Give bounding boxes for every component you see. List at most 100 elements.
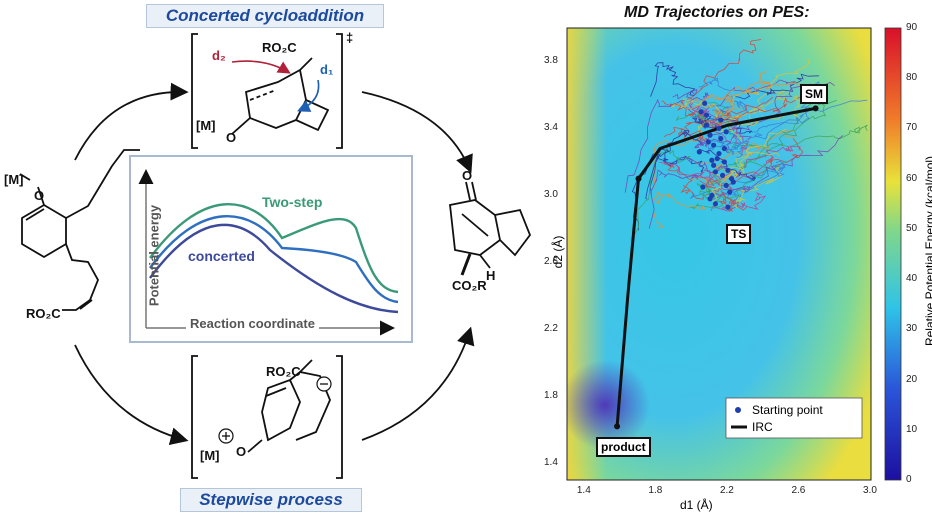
- y-tick-label: 2.6: [544, 256, 558, 268]
- trajectory-line: [713, 135, 844, 200]
- starting-point: [698, 109, 704, 115]
- trajectory-line: [699, 148, 757, 181]
- starting-point: [727, 189, 733, 195]
- product-hydrogen-label: H: [486, 268, 496, 283]
- starting-point: [725, 167, 731, 173]
- irc-point: [614, 423, 621, 430]
- ylabel: d2 (Å): [551, 235, 565, 269]
- trajectory-line: [661, 100, 732, 125]
- ts-d1-label: d₁: [320, 62, 334, 77]
- colorbar-tick-label: 30: [906, 323, 918, 335]
- y-tick-label: 1.4: [544, 457, 558, 469]
- starting-point: [702, 100, 708, 106]
- starting-point: [707, 196, 713, 202]
- starting-points: [696, 100, 736, 210]
- starting-point: [705, 139, 711, 145]
- stepwise-title: Stepwise process: [180, 488, 362, 512]
- int-ester-label: RO₂C: [266, 364, 301, 379]
- x-tick-label: 2.6: [791, 485, 806, 496]
- ts-oxygen-label: O: [226, 130, 237, 145]
- trajectory-line: [624, 99, 704, 193]
- product-oxygen-label: O: [462, 168, 473, 183]
- colorbar-tick-label: 70: [906, 122, 918, 134]
- concerted-curve: [149, 223, 399, 314]
- starting-point: [700, 184, 706, 190]
- trajectory-line: [676, 103, 743, 121]
- y-tick-label: 1.8: [544, 390, 558, 402]
- trajectory-line: [706, 143, 741, 156]
- y-tick-label: 3.8: [544, 55, 558, 67]
- trajectory-line: [694, 79, 796, 123]
- colorbar-label: Relative Potential Energy (kcal/mol): [923, 155, 932, 347]
- trajectory-line: [648, 169, 705, 229]
- trajectory-line: [659, 161, 712, 188]
- trajectory-line: [753, 124, 868, 162]
- starting-point: [711, 162, 717, 168]
- d2-arrow: [231, 60, 291, 74]
- trajectory-line: [699, 161, 769, 193]
- ts-metal-label: [M]: [196, 118, 216, 133]
- sm-label: SM: [800, 84, 828, 104]
- reaction-scheme: [19, 33, 532, 479]
- legend-box: [725, 397, 863, 439]
- y-tick-label: 3.0: [544, 189, 558, 201]
- trajectory-line: [689, 164, 786, 199]
- int-oxygen-label: O: [236, 444, 247, 459]
- trajectory-line: [742, 100, 827, 168]
- potential-energy-label: Potential energy: [146, 204, 162, 307]
- starting-point: [721, 145, 727, 152]
- trajectory-line: [663, 127, 707, 142]
- trajectory-line: [663, 162, 693, 195]
- starting-point: [707, 132, 713, 138]
- colorbar-tick-label: 60: [906, 172, 918, 184]
- starting-point: [730, 179, 736, 185]
- x-tick-label: 1.4: [576, 485, 591, 496]
- x-tick-label: 1.8: [648, 485, 663, 496]
- arrow-top-left: [74, 82, 189, 161]
- irc-line: [615, 106, 816, 427]
- colorbar-tick-label: 20: [906, 373, 918, 385]
- arrow-bottom-left: [74, 344, 189, 445]
- product-structure: [449, 181, 532, 276]
- ts-dagger-label: ‡: [346, 30, 354, 45]
- two-step-curve: [149, 203, 399, 294]
- trajectory-line: [683, 155, 730, 174]
- md-title: MD Trajectories on PES:: [624, 4, 810, 21]
- starting-point: [709, 157, 715, 163]
- trajectory-line: [631, 148, 691, 255]
- trajectory-line: [715, 71, 771, 116]
- starting-point: [711, 142, 717, 148]
- trajectory-line: [727, 90, 786, 130]
- two-step-label: Two-step: [262, 194, 323, 210]
- ts-d2-label: d₂: [212, 48, 226, 63]
- starting-point: [703, 122, 710, 128]
- starting-point: [721, 159, 727, 165]
- colorbar-tick-label: 50: [906, 222, 918, 234]
- starting-point: [712, 201, 719, 207]
- intermediate-curve: [149, 215, 399, 304]
- int-metal-label: [M]: [200, 448, 220, 463]
- starting-point: [719, 172, 726, 178]
- legend-starting-point: Starting point: [752, 403, 823, 417]
- energy-profile-frame: [129, 155, 413, 343]
- concerted-title: Concerted cycloaddition: [146, 4, 384, 28]
- product-label: product: [596, 437, 651, 457]
- colorbar-tick-label: 80: [906, 72, 918, 84]
- irc-point: [635, 175, 642, 182]
- start-metal-label: [M]: [4, 172, 24, 187]
- irc-point: [812, 105, 819, 112]
- start-ester-label: RO₂C: [26, 306, 61, 321]
- trajectory-line: [699, 180, 747, 211]
- starting-material: [19, 149, 140, 311]
- starting-point: [718, 135, 724, 142]
- colorbar: [884, 27, 902, 481]
- product-ester-label: CO₂R: [452, 278, 487, 293]
- arrow-top-right: [361, 91, 473, 174]
- x-tick-label: 2.2: [719, 485, 734, 496]
- starting-point: [712, 169, 719, 175]
- trajectory-line: [716, 96, 801, 127]
- trajectory-line: [654, 191, 706, 210]
- reaction-coordinate-label: Reaction coordinate: [186, 316, 319, 331]
- irc-path: [614, 105, 819, 430]
- colorbar-tick-label: 40: [906, 273, 918, 285]
